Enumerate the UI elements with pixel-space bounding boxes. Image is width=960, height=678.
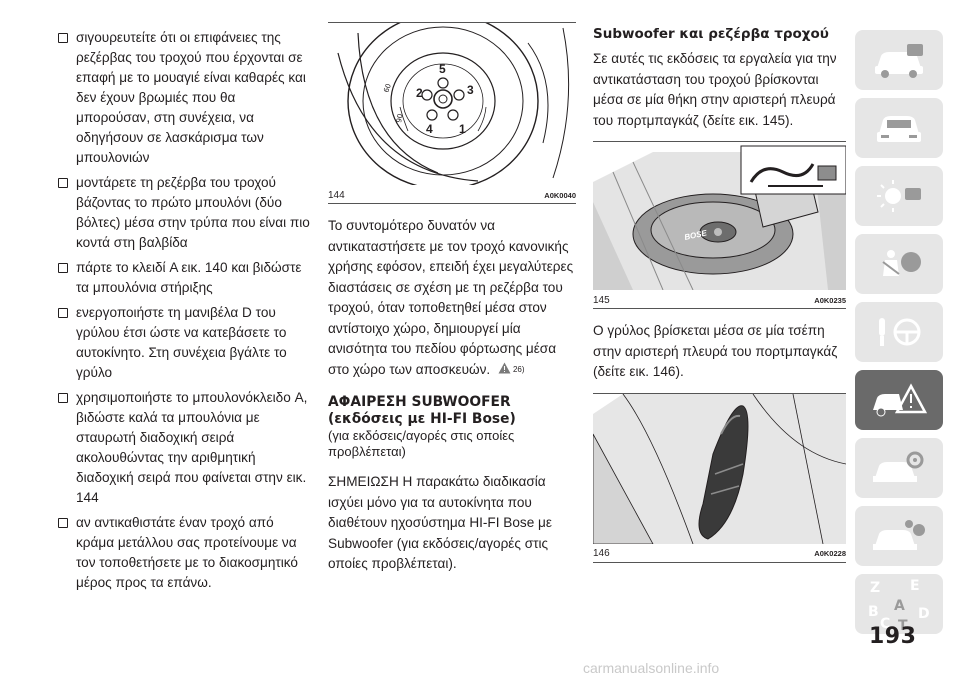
svg-text:E: E xyxy=(910,578,920,594)
tab-dashboard[interactable] xyxy=(855,30,943,90)
figure-number: 144 xyxy=(328,189,345,201)
tab-lights[interactable] xyxy=(855,166,943,226)
jack-pocket-illustration xyxy=(593,393,846,544)
subwoofer-trunk-illustration: BOSE xyxy=(593,142,846,290)
left-column: σιγουρευτείτε ότι οι επιφάνειες της ρεζέ… xyxy=(58,28,313,598)
chapter-tabs: Z E B A C D T xyxy=(855,30,943,642)
figure-code: A0K0228 xyxy=(814,549,846,558)
svg-text:A: A xyxy=(894,598,905,614)
checkbox-bullet-icon xyxy=(58,308,68,318)
tab-maintenance[interactable] xyxy=(855,438,943,498)
bolt-label: 1 xyxy=(459,122,466,136)
checkbox-bullet-icon xyxy=(58,518,68,528)
svg-text:D: D xyxy=(918,606,930,622)
figure-caption: 145 A0K0235 xyxy=(593,290,846,309)
bolt-label: 4 xyxy=(426,122,433,136)
car-front-icon xyxy=(877,116,921,142)
section-title: Subwoofer και ρεζέρβα τροχού xyxy=(593,26,829,42)
list-item: αν αντικαθιστάτε έναν τροχό από κράμα με… xyxy=(58,513,313,593)
note-paragraph: ΣΗΜΕΙΩΣΗ Η παρακάτω διαδικασία ισχύει μό… xyxy=(328,474,552,572)
figure-145: BOSE 145 A0K0235 xyxy=(593,141,846,309)
list-item: χρησιμοποιήστε το μπουλονόκλειδο A, βιδώ… xyxy=(58,388,313,508)
section-title: ΑΦΑΙΡΕΣΗ SUBWOOFER xyxy=(328,394,511,411)
page-number: 193 xyxy=(869,624,917,649)
wheel-bolt-order-illustration: 60 90 5 3 1 4 2 xyxy=(328,23,576,185)
watermark: carmanualsonline.info xyxy=(583,660,720,676)
tab-safety[interactable] xyxy=(855,234,943,294)
figure-code: A0K0235 xyxy=(814,295,846,305)
tab-emergency[interactable] xyxy=(855,370,943,430)
section-heading: ΑΦΑΙΡΕΣΗ SUBWOOFER (εκδόσεις με HI-FI Bo… xyxy=(328,394,576,460)
figure-number: 145 xyxy=(593,294,610,306)
figure-146: 146 A0K0228 xyxy=(593,392,846,563)
checkbox-bullet-icon xyxy=(58,33,68,43)
list-item: πάρτε το κλειδί A εικ. 140 και βιδώστε τ… xyxy=(58,258,313,298)
svg-text:T: T xyxy=(898,618,908,632)
bolt-label: 3 xyxy=(467,83,474,97)
svg-text:90: 90 xyxy=(395,113,404,123)
warning-reference: 26) xyxy=(498,360,525,381)
svg-text:Z: Z xyxy=(870,580,880,596)
middle-column: 60 90 5 3 1 4 2 144 A0K0040 Το συντομότε… xyxy=(328,22,576,575)
body-paragraph: Σε αυτές τις εκδόσεις τα εργαλεία για τη… xyxy=(593,51,837,128)
body-paragraph: Ο γρύλος βρίσκεται μέσα σε μία τσέπη στη… xyxy=(593,323,838,379)
technical-data-icon xyxy=(873,520,925,550)
right-column: Subwoofer και ρεζέρβα τροχού Σε αυτές τι… xyxy=(593,26,846,563)
bolt-label: 2 xyxy=(416,86,423,100)
figure-number: 146 xyxy=(593,548,610,559)
warning-triangle-icon xyxy=(498,362,511,374)
figure-144: 60 90 5 3 1 4 2 144 A0K0040 xyxy=(328,22,576,204)
checkbox-bullet-icon xyxy=(58,393,68,403)
tab-index[interactable]: Z E B A C D T xyxy=(855,574,943,634)
svg-text:60: 60 xyxy=(382,83,393,94)
list-item: σιγουρευτείτε ότι οι επιφάνειες της ρεζέ… xyxy=(58,28,313,168)
bolt-label: 5 xyxy=(439,62,446,76)
checkbox-bullet-icon xyxy=(58,178,68,188)
lights-icon xyxy=(877,180,921,212)
list-item: ενεργοποιήστε τη μανιβέλα D του γρύλου έ… xyxy=(58,303,313,383)
figure-code: A0K0040 xyxy=(544,190,576,200)
car-dashboard-icon xyxy=(875,44,923,78)
index-icon: Z E B A C D T xyxy=(868,578,930,632)
maintenance-icon xyxy=(873,451,924,482)
svg-text:C: C xyxy=(880,616,890,632)
tab-driving[interactable] xyxy=(855,302,943,362)
checkbox-bullet-icon xyxy=(58,263,68,273)
airbag-safety-icon xyxy=(882,250,921,276)
emergency-icon xyxy=(873,383,928,417)
tab-technical-data[interactable] xyxy=(855,506,943,566)
body-paragraph: Το συντομότερο δυνατόν να αντικαταστήσετ… xyxy=(328,216,576,380)
list-item: μοντάρετε τη ρεζέρβα του τροχού βάζοντας… xyxy=(58,173,313,253)
section-title-sub: (εκδόσεις με HI-FI Bose) xyxy=(328,411,516,428)
tab-car-front[interactable] xyxy=(855,98,943,158)
figure-caption: 146 A0K0228 xyxy=(593,544,846,563)
figure-caption: 144 A0K0040 xyxy=(328,185,576,204)
svg-text:B: B xyxy=(868,604,879,620)
steering-key-icon xyxy=(879,318,921,346)
section-note: (για εκδόσεις/αγορές στις οποίες προβλέπ… xyxy=(328,428,515,460)
